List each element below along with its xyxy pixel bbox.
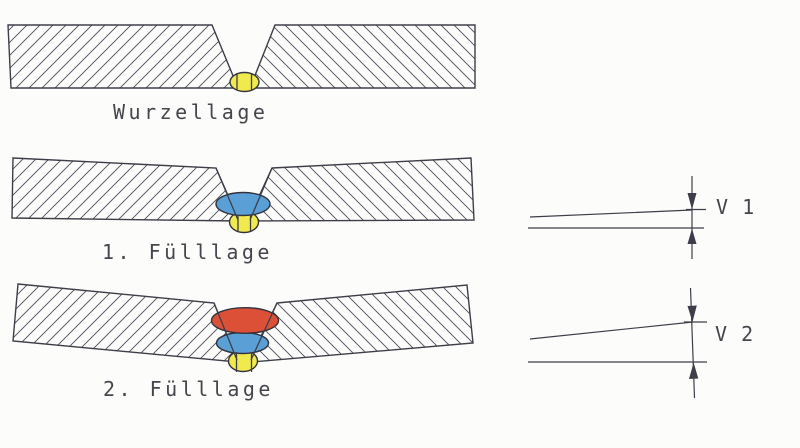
weld-bead-fill-1 — [215, 331, 270, 355]
arrowhead-up-icon — [689, 362, 699, 379]
panel-root-pass: Wurzellage — [7, 24, 476, 124]
weld-bead-root — [229, 71, 260, 93]
panel-first-fill: 1. Fülllage — [11, 157, 475, 264]
angle-marker-v1: V 1 — [528, 176, 755, 259]
plate-right — [250, 284, 474, 363]
panel-label-fuelllage-2: 2. Fülllage — [103, 377, 274, 401]
panel-label-fuelllage-1: 1. Fülllage — [102, 240, 273, 264]
groove-edge-lines — [213, 302, 278, 372]
plate-right — [249, 157, 475, 222]
measured-lines — [528, 209, 704, 229]
weld-bead-fill-1 — [215, 191, 271, 217]
panel-second-fill: 2. Fülllage — [12, 283, 474, 401]
plate-right — [251, 24, 476, 89]
arrowhead-up-icon — [687, 228, 697, 244]
angle-label-v2: V 2 — [715, 322, 754, 346]
measured-lines — [528, 321, 707, 363]
panel-label-wurzellage: Wurzellage — [113, 100, 268, 124]
dimension-line — [684, 287, 707, 399]
plate-left — [12, 283, 238, 363]
weld-bead-fill-2 — [210, 307, 280, 335]
angle-label-v1: V 1 — [716, 195, 755, 219]
dimension-line — [686, 176, 706, 259]
plate-left — [7, 24, 238, 89]
groove-edge-lines — [215, 167, 273, 232]
root-face-lines — [236, 73, 253, 90]
plate-left — [11, 157, 239, 222]
angle-marker-v2: V 2 — [528, 287, 754, 399]
arrowhead-down-icon — [687, 305, 697, 322]
arrowhead-down-icon — [687, 193, 697, 210]
